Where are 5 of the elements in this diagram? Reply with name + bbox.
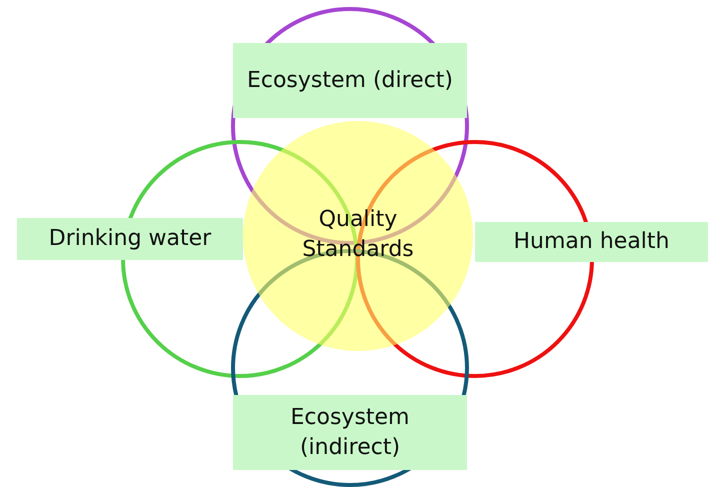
category-label: Human health bbox=[475, 222, 708, 262]
category-label: Ecosystem (indirect) bbox=[233, 395, 467, 470]
category-label: Ecosystem (direct) bbox=[233, 43, 467, 118]
center-label: Quality Standards bbox=[301, 206, 415, 264]
category-label: Drinking water bbox=[17, 218, 243, 260]
